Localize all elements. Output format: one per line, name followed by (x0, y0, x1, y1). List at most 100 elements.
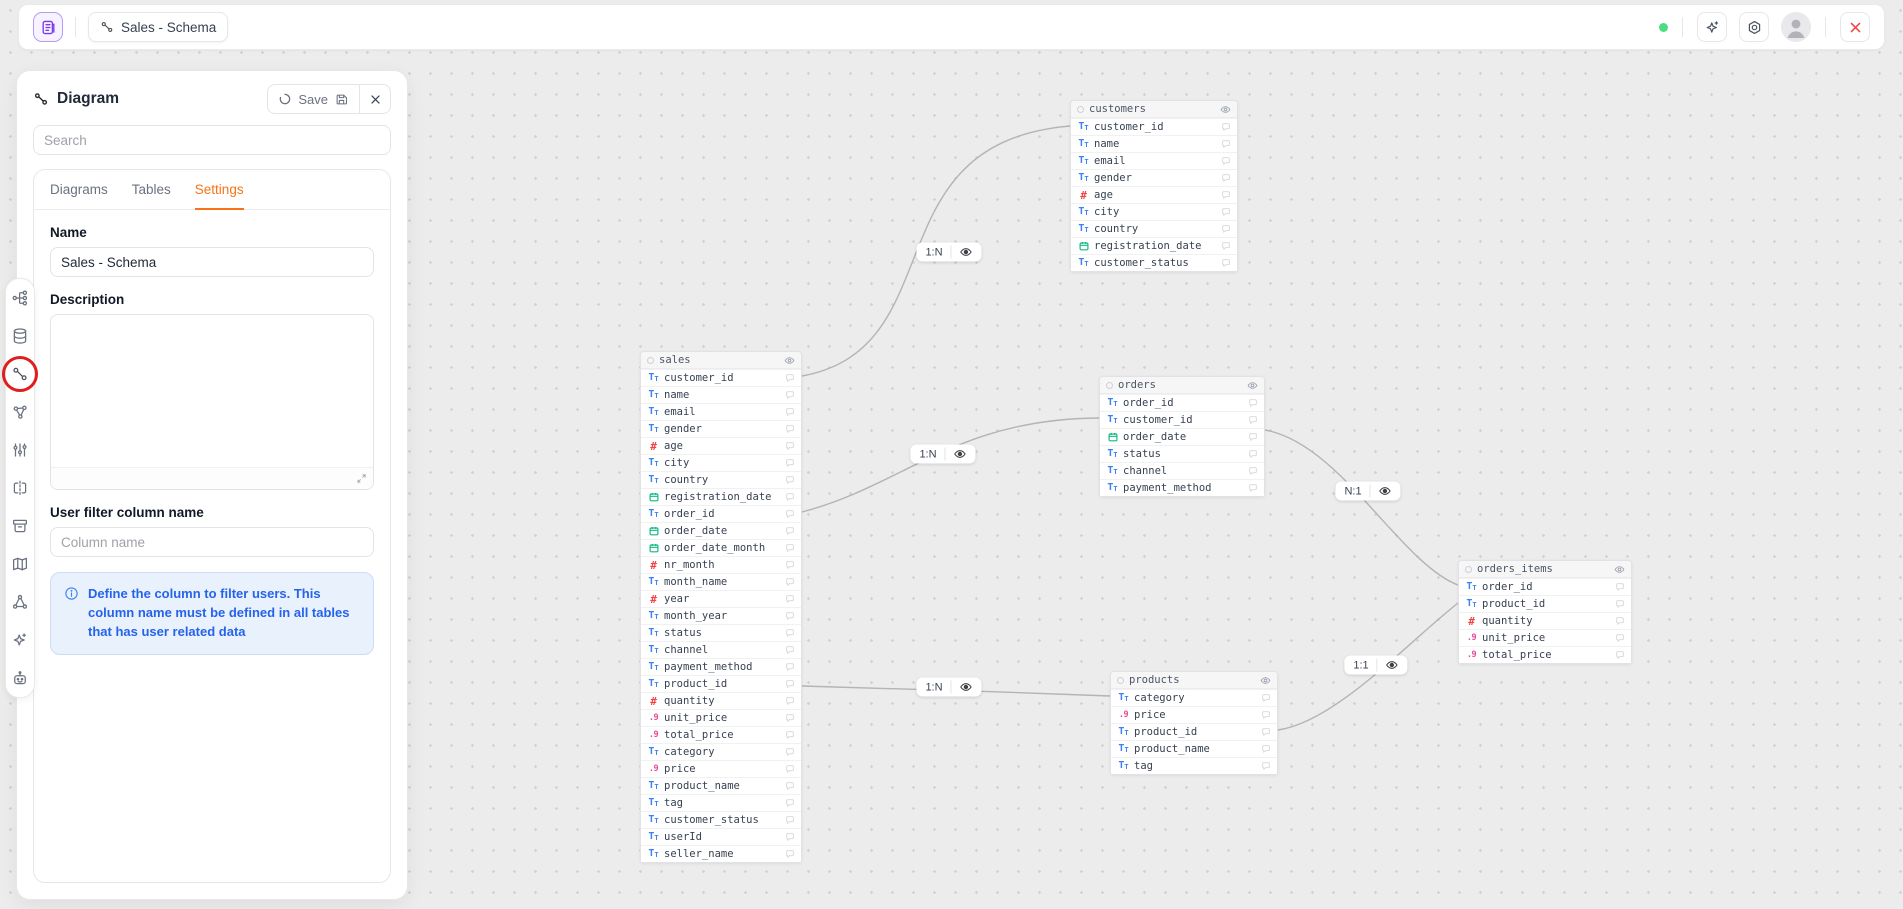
comment-icon[interactable] (1615, 599, 1625, 609)
workflow-icon[interactable] (9, 591, 31, 613)
select-circle[interactable] (1106, 381, 1113, 389)
comment-icon[interactable] (785, 492, 795, 502)
comment-icon[interactable] (1248, 398, 1258, 408)
comment-icon[interactable] (785, 594, 795, 604)
comment-icon[interactable] (785, 730, 795, 740)
comment-icon[interactable] (785, 679, 795, 689)
comment-icon[interactable] (785, 849, 795, 859)
comment-icon[interactable] (1248, 415, 1258, 425)
comment-icon[interactable] (785, 662, 795, 672)
tab-tables[interactable]: Tables (131, 181, 171, 197)
comment-icon[interactable] (1221, 224, 1231, 234)
column-order_date[interactable]: order_date (1100, 428, 1264, 445)
relationship-badge[interactable]: 1:N (910, 444, 976, 464)
relationship-badge[interactable]: 1:N (916, 242, 982, 262)
resize-handle-icon[interactable] (356, 473, 367, 484)
comment-icon[interactable] (1615, 582, 1625, 592)
bot-icon[interactable] (9, 667, 31, 689)
map-icon[interactable] (9, 553, 31, 575)
sparkles-icon[interactable] (9, 629, 31, 651)
comment-icon[interactable] (785, 696, 795, 706)
eye-icon[interactable] (954, 448, 967, 461)
search-input[interactable] (33, 125, 391, 155)
relationship-edge[interactable] (801, 417, 1100, 513)
comment-icon[interactable] (1248, 483, 1258, 493)
app-logo[interactable] (33, 12, 63, 42)
eye-icon[interactable] (1247, 380, 1258, 391)
comment-icon[interactable] (785, 526, 795, 536)
comment-icon[interactable] (1221, 139, 1231, 149)
comment-icon[interactable] (785, 407, 795, 417)
database-icon[interactable] (9, 325, 31, 347)
comment-icon[interactable] (785, 815, 795, 825)
comment-icon[interactable] (785, 560, 795, 570)
comment-icon[interactable] (785, 781, 795, 791)
share-nodes-icon[interactable] (9, 401, 31, 423)
comment-icon[interactable] (785, 424, 795, 434)
settings-button[interactable] (1739, 12, 1769, 42)
comment-icon[interactable] (1221, 241, 1231, 251)
select-circle[interactable] (1117, 676, 1124, 684)
comment-icon[interactable] (785, 458, 795, 468)
relationship-edge[interactable] (1264, 429, 1459, 586)
sparkles-button[interactable] (1697, 12, 1727, 42)
eye-icon[interactable] (784, 355, 795, 366)
select-circle[interactable] (1077, 105, 1084, 113)
comment-icon[interactable] (1615, 616, 1625, 626)
eye-icon[interactable] (960, 681, 973, 694)
flip-icon[interactable] (9, 477, 31, 499)
comment-icon[interactable] (1248, 449, 1258, 459)
comment-icon[interactable] (1261, 761, 1271, 771)
tab-settings[interactable]: Settings (194, 170, 244, 210)
schema-waypoints-icon[interactable] (2, 356, 38, 392)
comment-icon[interactable] (785, 475, 795, 485)
comment-icon[interactable] (1261, 710, 1271, 720)
comment-icon[interactable] (785, 390, 795, 400)
comment-icon[interactable] (1221, 156, 1231, 166)
comment-icon[interactable] (785, 747, 795, 757)
comment-icon[interactable] (785, 577, 795, 587)
comment-icon[interactable] (785, 509, 795, 519)
comment-icon[interactable] (785, 373, 795, 383)
comment-icon[interactable] (1221, 207, 1231, 217)
sliders-icon[interactable] (9, 439, 31, 461)
relationship-badge[interactable]: 1:1 (1344, 655, 1408, 675)
comment-icon[interactable] (1615, 650, 1625, 660)
archive-icon[interactable] (9, 515, 31, 537)
comment-icon[interactable] (1248, 432, 1258, 442)
eye-icon[interactable] (1260, 675, 1271, 686)
comment-icon[interactable] (1261, 693, 1271, 703)
eye-icon[interactable] (960, 246, 973, 259)
tab-diagrams[interactable]: Diagrams (50, 181, 108, 197)
comment-icon[interactable] (1221, 190, 1231, 200)
